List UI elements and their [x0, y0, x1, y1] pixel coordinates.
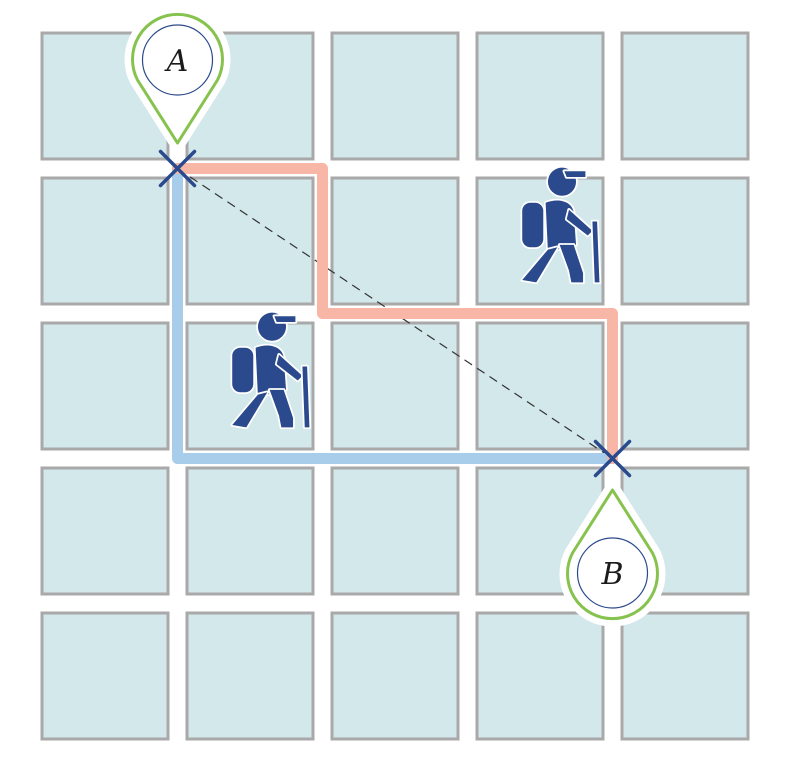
- city-blocks: [40, 31, 750, 741]
- city-block: [40, 466, 170, 596]
- markers-layer: AB: [124, 6, 666, 627]
- city-block: [330, 466, 460, 596]
- city-block: [330, 31, 460, 161]
- city-block: [330, 176, 460, 306]
- route-red: [172, 163, 618, 464]
- location-marker-b: B: [559, 482, 666, 627]
- city-block: [620, 31, 750, 161]
- point-label-a: A: [164, 44, 189, 79]
- cross-mark-b: [593, 439, 632, 478]
- city-block: [620, 321, 750, 451]
- city-block: [185, 466, 315, 596]
- city-block: [40, 611, 170, 741]
- crosses-layer: [158, 149, 632, 478]
- city-block: [475, 31, 605, 161]
- city-block: [330, 321, 460, 451]
- routes-layer: [172, 163, 618, 464]
- location-marker-a: A: [124, 6, 231, 151]
- city-block: [185, 176, 315, 306]
- point-label-b: B: [600, 557, 623, 592]
- city-block: [40, 321, 170, 451]
- city-block: [185, 611, 315, 741]
- city-block: [330, 611, 460, 741]
- city-block: [40, 176, 170, 306]
- city-block: [475, 611, 605, 741]
- cross-mark-a: [158, 149, 197, 188]
- city-block: [475, 321, 605, 451]
- route-blue: [172, 163, 618, 464]
- city-block: [620, 176, 750, 306]
- city-block: [620, 611, 750, 741]
